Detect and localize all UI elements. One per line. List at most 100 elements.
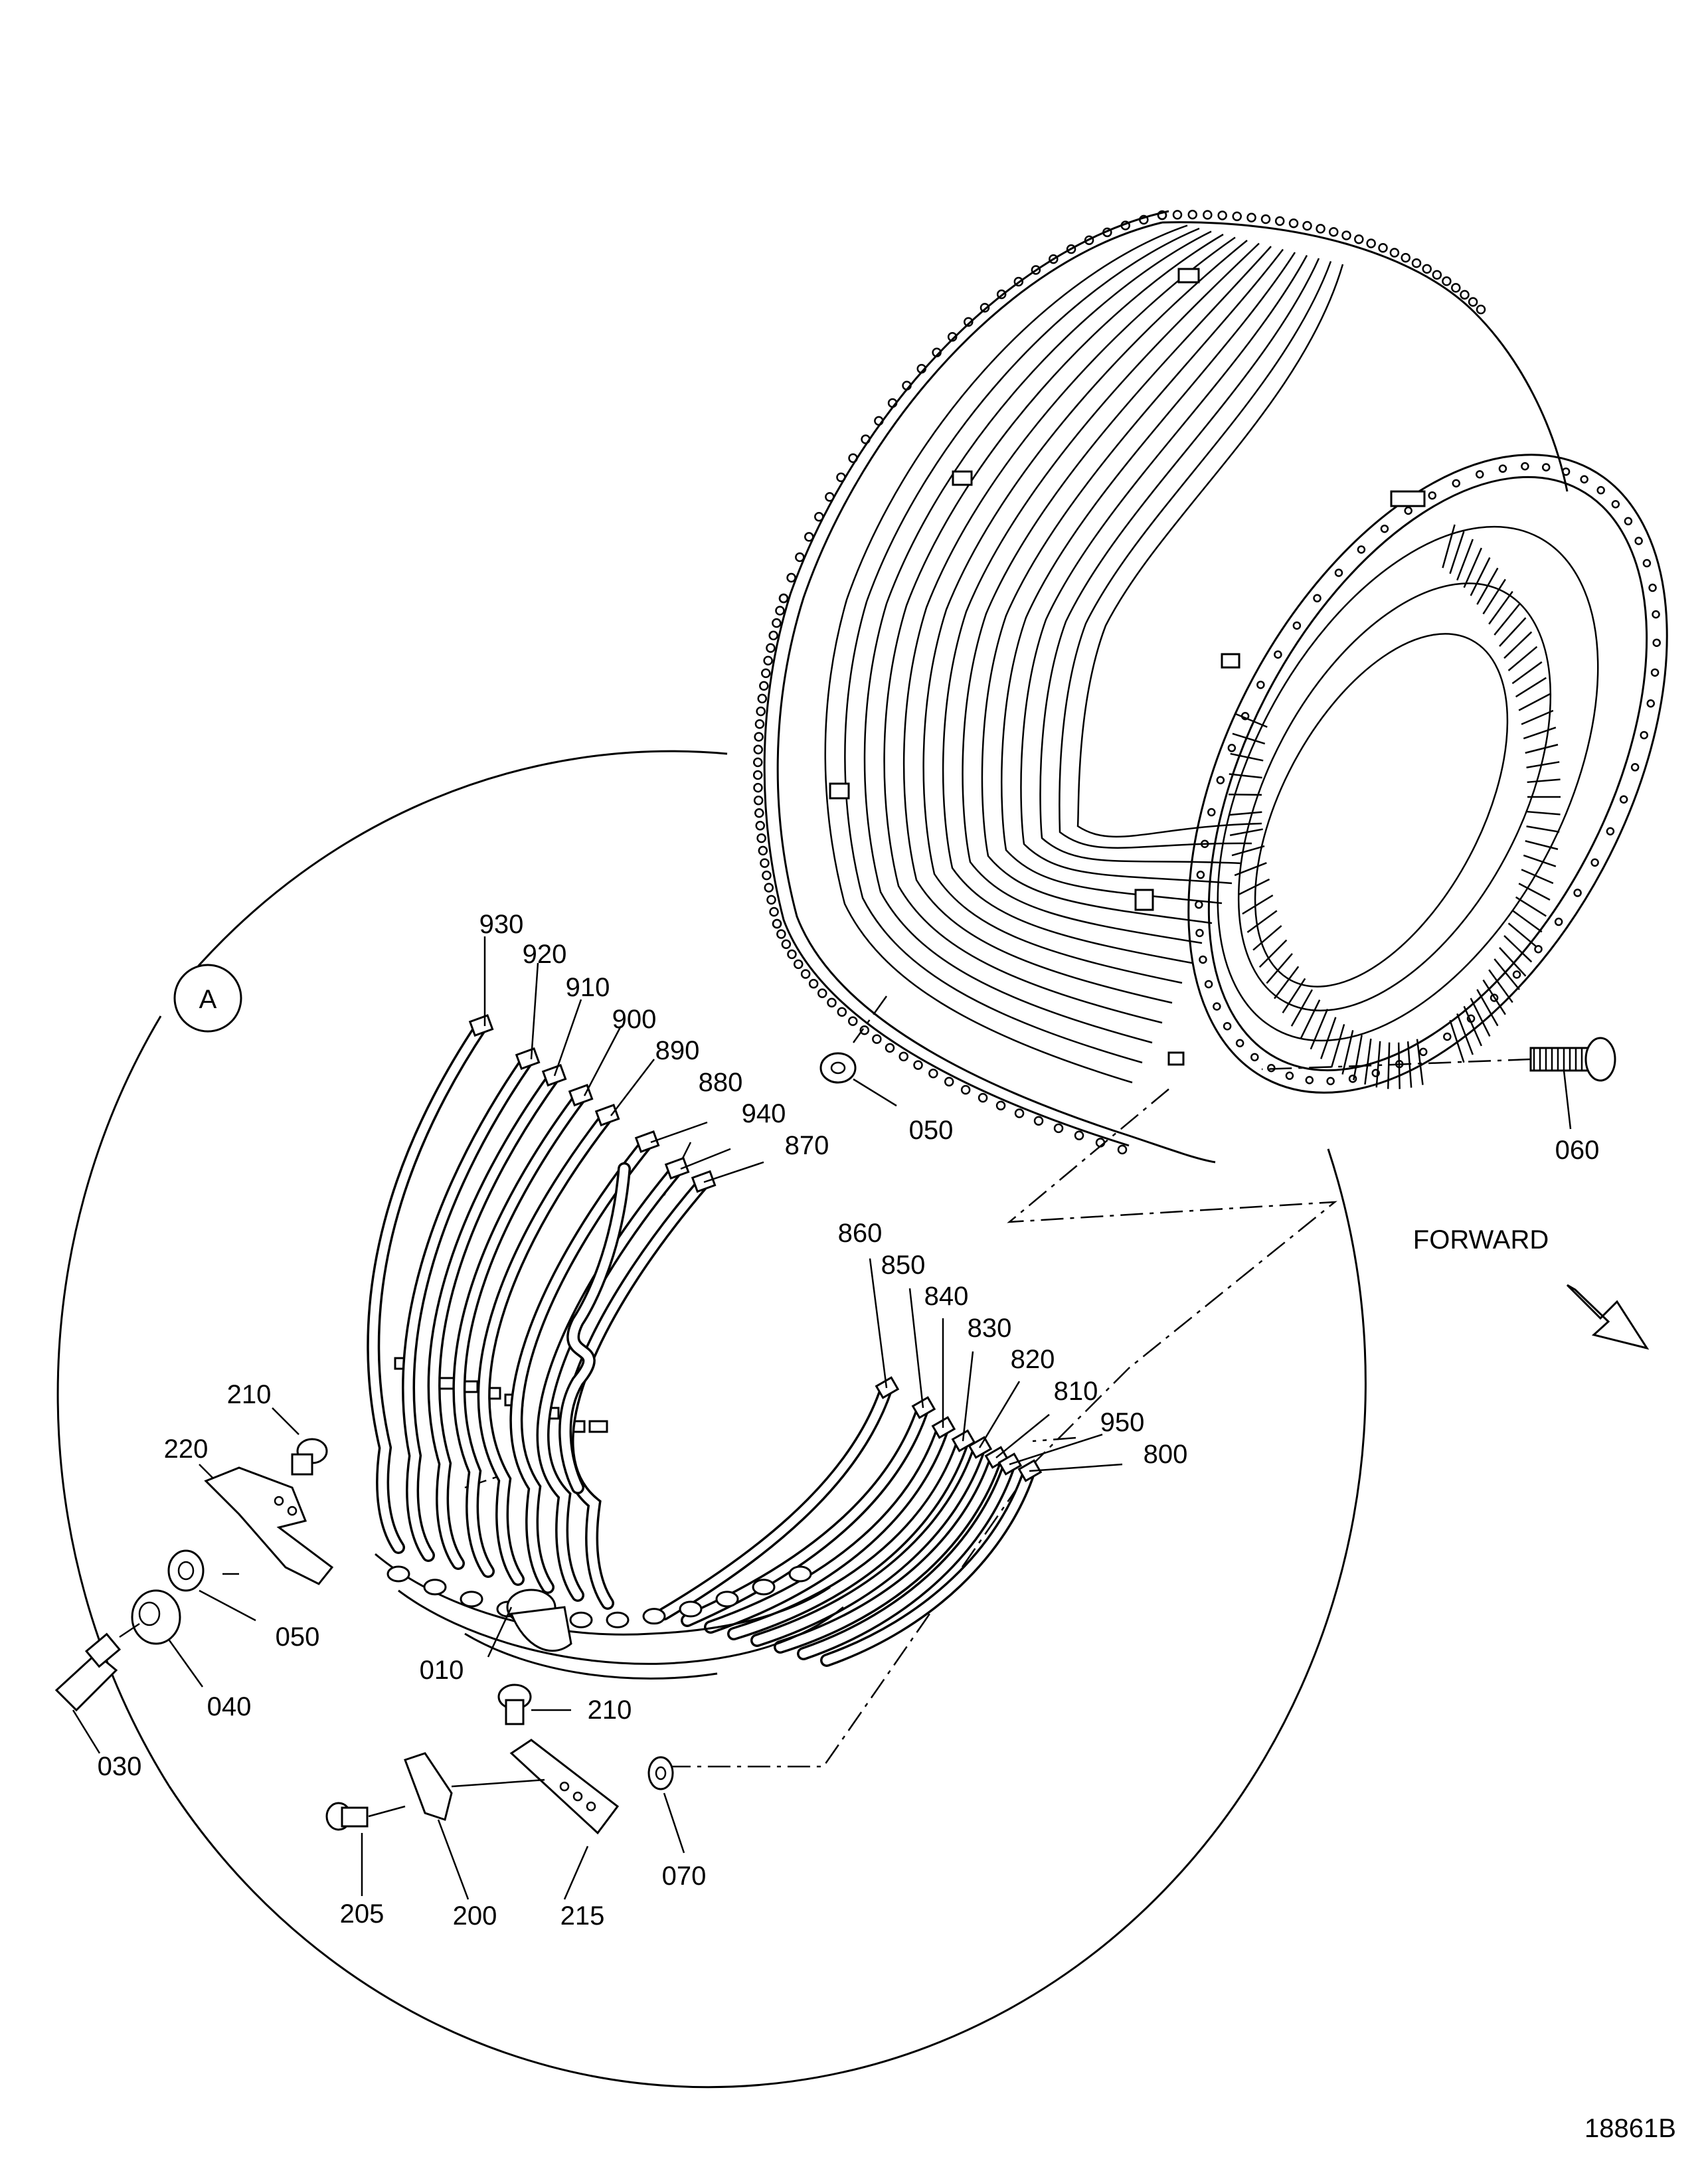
hardware-left — [54, 1407, 334, 1754]
vane — [1488, 969, 1513, 1003]
vane — [1456, 539, 1474, 581]
vane — [1320, 1017, 1337, 1059]
front-flange-bolt — [1650, 668, 1660, 677]
front-flange-bolt — [1534, 944, 1543, 954]
callout-050-lower: 050 — [276, 1622, 320, 1652]
front-flange-bolt — [1561, 467, 1571, 476]
callout-210-upper: 210 — [227, 1380, 272, 1409]
front-flange-bolt — [1498, 464, 1507, 473]
vane — [1507, 646, 1538, 671]
front-flange-bolt — [1418, 1047, 1428, 1057]
tube-nut — [634, 1130, 660, 1154]
vane — [1258, 939, 1288, 968]
vane — [1521, 869, 1554, 885]
flange-bolt — [760, 668, 771, 678]
vane — [1470, 557, 1491, 596]
manifold-tube-right-core — [729, 1436, 968, 1638]
front-flange-bolt — [1357, 545, 1366, 554]
flange-bolt — [885, 1043, 895, 1053]
manifold-boss — [788, 1565, 812, 1583]
front-flange-bolt — [1590, 858, 1599, 867]
flange-bolt — [753, 782, 763, 793]
case-band — [863, 230, 1212, 1044]
tube-nut — [515, 1047, 541, 1071]
flange-bolt — [760, 858, 770, 868]
vane — [1310, 1008, 1329, 1050]
front-flange-bolt — [1521, 462, 1529, 471]
flange-bolt — [778, 593, 789, 604]
flange-bolt — [795, 552, 805, 563]
flange-bolt — [1260, 214, 1271, 224]
manifold-tube-left-core — [479, 1111, 612, 1584]
front-flange-bolt — [1380, 524, 1389, 533]
callout-200: 200 — [453, 1901, 497, 1931]
vane — [1456, 1013, 1474, 1055]
front-flange-bolt — [1630, 763, 1640, 772]
vane — [1515, 677, 1547, 698]
vane — [1364, 1038, 1372, 1085]
flange-bolt — [872, 1034, 882, 1044]
manifold-tube-left-core — [430, 1071, 559, 1568]
flange-bolt — [980, 303, 990, 313]
front-flange-bolt — [1227, 744, 1237, 752]
vane — [1463, 1005, 1482, 1047]
fuel-manifold-tubes — [367, 1014, 1043, 1667]
front-flange-bolt — [1541, 463, 1551, 472]
flange-bolt — [1328, 226, 1339, 237]
flange-bolt — [1442, 276, 1452, 286]
manifold-boss — [679, 1601, 703, 1618]
callout-820: 820 — [1011, 1345, 1055, 1374]
front-flange-bolt — [1512, 970, 1521, 979]
vane — [1476, 989, 1499, 1027]
figure-number: 18861B — [1584, 2114, 1676, 2143]
front-flange-bolt — [1285, 1071, 1294, 1081]
vane — [1521, 709, 1554, 725]
case-band — [883, 233, 1224, 1024]
vane — [1375, 1041, 1381, 1088]
case-band — [1039, 258, 1320, 865]
callout-860: 860 — [838, 1219, 883, 1248]
flange-bolt — [847, 1016, 858, 1026]
vane — [1526, 825, 1560, 833]
vane — [1231, 845, 1265, 857]
tube-nut — [691, 1170, 717, 1193]
flange-bolt — [764, 883, 774, 893]
case-band — [1020, 254, 1308, 885]
front-flange-bolt — [1452, 479, 1461, 488]
flange-bolt — [772, 918, 782, 929]
vane — [1266, 953, 1293, 984]
vane — [1503, 631, 1533, 659]
flange-bolt — [1246, 213, 1256, 222]
tube-nut — [664, 1157, 690, 1180]
flange-bolt — [808, 978, 819, 989]
flange-bolt — [947, 331, 958, 342]
front-flange-bolt — [1428, 491, 1437, 500]
manifold-tube-left-core — [404, 1055, 533, 1560]
callout-060: 060 — [1555, 1136, 1600, 1165]
front-flange-bolt — [1256, 680, 1265, 689]
case-band — [824, 224, 1188, 1084]
flange-bolt — [753, 744, 763, 754]
flange-bolt — [759, 681, 769, 691]
vane — [1527, 778, 1561, 784]
manifold-collector — [375, 1162, 844, 1680]
flange-bolt — [960, 1084, 971, 1095]
flange-bolt — [898, 1051, 908, 1062]
manifold-boss — [642, 1608, 666, 1625]
front-flange-bolt — [1642, 559, 1652, 568]
vane — [1523, 854, 1557, 867]
vane — [1232, 733, 1266, 745]
flange-bolt — [1302, 220, 1312, 231]
flange-bolt — [787, 949, 797, 960]
vane — [1230, 752, 1264, 762]
manifold-boss — [715, 1591, 739, 1608]
flange-bolt — [1354, 234, 1364, 244]
flange-bolt — [1468, 297, 1478, 307]
flange-bolt — [964, 317, 974, 327]
forward-arrow-icon — [1566, 1284, 1650, 1350]
flange-bolt — [932, 347, 942, 357]
flange-bolt — [1401, 252, 1410, 263]
callout-880: 880 — [699, 1068, 743, 1097]
front-flange-bolt — [1334, 568, 1343, 577]
flange-bolt — [1084, 235, 1094, 245]
